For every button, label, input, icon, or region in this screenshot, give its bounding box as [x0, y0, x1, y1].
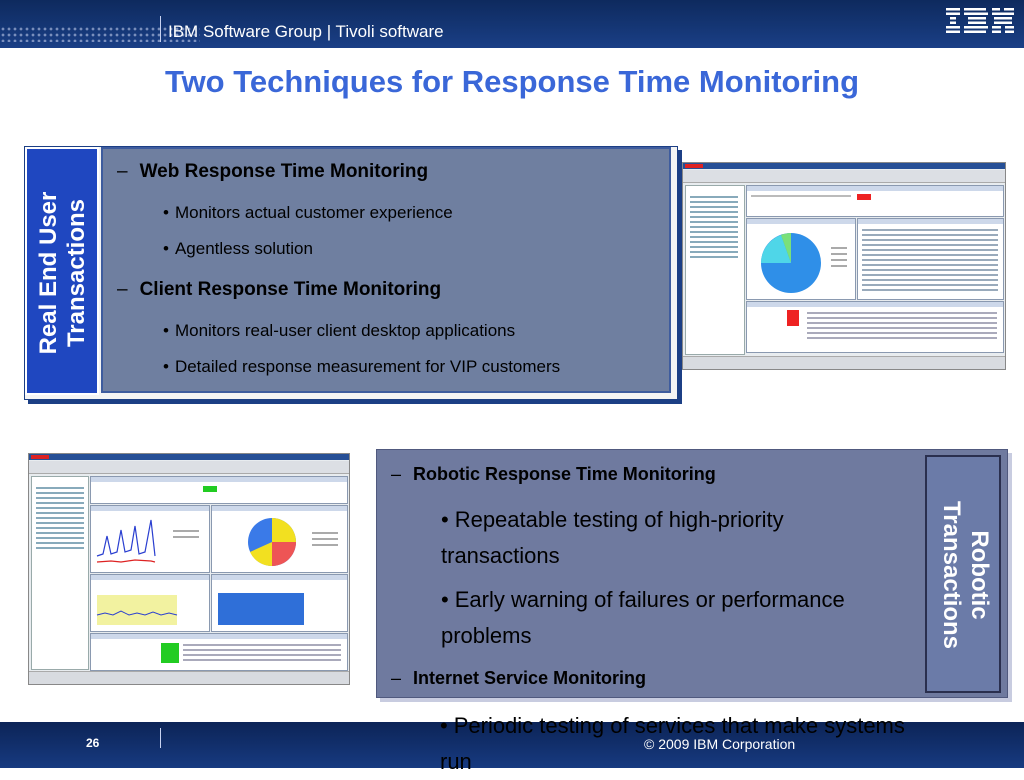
dash-bullet-icon: –	[117, 161, 128, 182]
bullet-text: Monitors real-user client desktop applic…	[174, 321, 516, 340]
dash-bullet-icon: –	[391, 464, 402, 484]
ribbon-label: Real End User Transactions	[35, 191, 90, 355]
dot-bullet-icon: •	[441, 587, 449, 612]
window-toolbar	[683, 170, 1005, 183]
footer-separator	[160, 728, 161, 748]
bullet-text: Early warning of failures or performance…	[441, 587, 845, 648]
history-table-pane	[90, 633, 348, 671]
dot-bullet-icon: •	[163, 357, 169, 376]
window-titlebar	[683, 163, 1005, 169]
dot-bullet-icon: •	[440, 713, 448, 738]
bullet-text: Periodic testing of services that make s…	[440, 713, 905, 774]
section-heading-internet: –Internet Service Monitoring	[391, 668, 646, 689]
ribbon-label: Robotic Transactions	[938, 500, 993, 650]
app-table-pane	[746, 185, 1004, 217]
dot-bullet-icon: •	[163, 239, 169, 258]
slide-footer: 26 © 2009 IBM Corporation	[0, 722, 1024, 768]
line-chart-icon	[96, 519, 199, 563]
ribbon-real-end-user: Real End User Transactions	[25, 147, 99, 395]
heading-text: Client Response Time Monitoring	[139, 279, 442, 300]
slide-title: Two Techniques for Response Time Monitor…	[164, 64, 860, 99]
area-chart-icon	[96, 610, 178, 616]
response-breakdown-pane	[211, 505, 348, 573]
dot-bullet-icon: •	[163, 203, 169, 222]
robotic-response-screenshot	[28, 453, 350, 685]
bandwidth-pane	[211, 574, 348, 632]
bullet-item: • Monitors actual customer experience	[163, 203, 453, 223]
dot-bullet-icon: •	[163, 321, 169, 340]
bullet-item: •Periodic testing of services that make …	[440, 708, 910, 780]
avg-response-pane	[90, 574, 210, 632]
dash-bullet-icon: –	[117, 279, 128, 300]
section-heading-robotic: –Robotic Response Time Monitoring	[391, 464, 716, 485]
slide-header: IBM Software Group | Tivoli software	[0, 0, 1024, 48]
transactions-pane	[857, 218, 1004, 300]
window-statusbar	[29, 671, 349, 684]
instances-pane	[746, 301, 1004, 353]
pie-chart-icon	[761, 233, 847, 293]
bullet-text: Repeatable testing of high-priority tran…	[441, 507, 784, 568]
window-titlebar	[29, 454, 349, 460]
bullet-item: •Early warning of failures or performanc…	[441, 582, 861, 654]
window-statusbar	[683, 356, 1005, 369]
ribbon-robotic: Robotic Transactions	[925, 455, 1001, 693]
section-heading-web: –Web Response Time Monitoring	[117, 161, 428, 183]
navigator-tree	[685, 185, 745, 355]
pie-chart-icon	[248, 518, 338, 567]
ibm-logo-icon	[946, 8, 1014, 33]
heading-text: Web Response Time Monitoring	[139, 161, 429, 182]
bullet-item: •Repeatable testing of high-priority tra…	[441, 502, 861, 574]
header-dot-pattern	[0, 26, 200, 42]
copyright-text: © 2009 IBM Corporation	[644, 736, 796, 752]
heading-text: Internet Service Monitoring	[413, 668, 647, 688]
top-panel-content: –Web Response Time Monitoring •Monitors …	[101, 147, 671, 393]
heading-text: Robotic Response Time Monitoring	[413, 464, 716, 484]
window-toolbar	[29, 461, 349, 474]
bullet-text: Monitors actual customer experience	[174, 203, 453, 222]
bullet-item: • Agentless solution	[163, 239, 313, 259]
web-monitoring-panel: Real End User Transactions –Web Response…	[24, 146, 678, 400]
pie-chart-pane	[746, 218, 856, 300]
robotic-monitoring-panel: –Robotic Response Time Monitoring •Repea…	[376, 449, 1008, 698]
bullet-text: Detailed response measurement for VIP cu…	[174, 357, 561, 376]
header-separator	[160, 16, 161, 42]
dot-bullet-icon: •	[441, 507, 449, 532]
bullet-text: Agentless solution	[174, 239, 313, 258]
web-response-screenshot	[682, 162, 1006, 370]
dash-bullet-icon: –	[391, 668, 402, 688]
section-heading-client: –Client Response Time Monitoring	[117, 279, 441, 301]
request-error-pane	[90, 505, 210, 573]
bullet-item: • Monitors real-user client desktop appli…	[163, 321, 515, 341]
page-number: 26	[86, 736, 100, 750]
navigator-tree	[31, 476, 89, 670]
app-table-pane	[90, 476, 348, 504]
header-group-text: IBM Software Group | Tivoli software	[168, 22, 444, 41]
bullet-item: • Detailed response measurement for VIP c…	[163, 357, 560, 377]
